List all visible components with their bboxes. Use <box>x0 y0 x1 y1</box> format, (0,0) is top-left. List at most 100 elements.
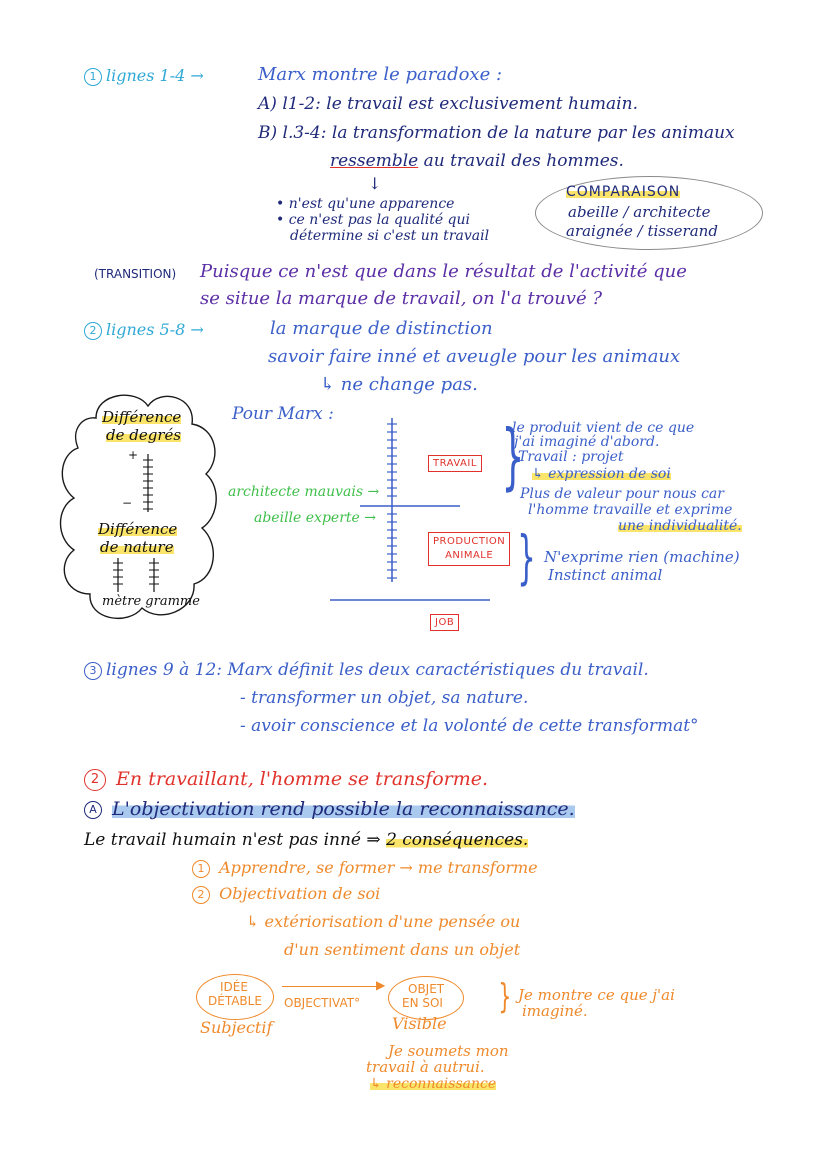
consequences-line: Le travail humain n'est pas inné ⇒ 2 con… <box>84 830 529 850</box>
visible-label: Visible <box>392 1014 447 1033</box>
part2-subtitle: A L'objectivation rend possible la recon… <box>84 798 575 820</box>
comparaison-title: COMPARAISON <box>566 184 681 200</box>
transition-line1: Puisque ce n'est que dans le résultat de… <box>200 261 687 282</box>
objectivation-soi: Objectivation de soi <box>219 884 381 903</box>
expression-de-soi: ↳ expression de soi <box>532 466 671 482</box>
idee-oval <box>196 974 274 1020</box>
savoir-faire-line: savoir faire inné et aveugle pour les an… <box>268 346 681 367</box>
circle-number-3: 3 <box>84 661 102 680</box>
plus-sign: + <box>128 448 139 462</box>
architecte-mauvais: architecte mauvais → <box>228 484 380 500</box>
individualite: une individualité. <box>618 518 742 534</box>
part2-title: 2 En travaillant, l'homme se transforme. <box>84 768 488 791</box>
cloud-title2: de degrés <box>106 426 182 444</box>
nature-label: de nature <box>100 538 174 556</box>
arrow-icon: → <box>190 320 204 339</box>
bullet-qualite: • ce n'est pas la qualité qui <box>276 212 471 228</box>
production-label: PRODUCTION <box>433 536 506 547</box>
lines-5-8-text: lignes 5-8 <box>106 320 186 339</box>
bullet-determine: détermine si c'est un travail <box>290 228 490 244</box>
idee-label-1: IDÉE <box>220 980 248 994</box>
marx-paradox-heading: Marx montre le paradoxe : <box>258 64 503 85</box>
exteriorisation-1: ↳ extériorisation d'une pensée ou <box>246 912 521 931</box>
objectivation-arrow-icon <box>282 986 382 987</box>
consequences-text: 2 conséquences. <box>386 830 529 850</box>
difference-nature-label: Différence <box>98 520 178 538</box>
travail-desc-6: l'homme travaille et exprime <box>528 502 733 518</box>
minus-sign: − <box>122 496 133 510</box>
animal-desc-2: Instinct animal <box>548 566 663 584</box>
animale-label: ANIMALE <box>445 550 494 561</box>
brace-text-2: imaginé. <box>522 1002 588 1020</box>
brace-text-1: Je montre ce que j'ai <box>518 986 675 1004</box>
degres-label: de degrés <box>106 426 182 444</box>
abeille-label: abeille experte <box>254 510 360 526</box>
bullet-apparence: • n'est qu'une apparence <box>276 196 455 212</box>
travail-desc-1: le produit vient de ce que <box>512 420 695 436</box>
cloud-title3: Différence <box>98 520 178 538</box>
cloud-title4: de nature <box>100 538 174 556</box>
implies-arrow-icon: ⇒ <box>366 830 381 850</box>
units-label: mètre gramme <box>102 594 200 609</box>
transition-line2: se situe la marque de travail, on l'a tr… <box>200 288 603 309</box>
ressemble-word: ressemble <box>330 151 419 171</box>
soumets-2: travail à autrui. <box>366 1058 485 1076</box>
nature-scales <box>113 558 159 592</box>
comparaison-line1: abeille / architecte <box>568 203 711 221</box>
consequence-2: 2 Objectivation de soi <box>192 884 380 904</box>
travail-desc-4: ↳ expression de soi <box>532 466 671 482</box>
caracteristique-2: - avoir conscience et la volonté de cett… <box>240 716 699 736</box>
comparaison-line2: araignée / tisserand <box>566 222 718 240</box>
point-a: A) l1-2: le travail est exclusivement hu… <box>258 94 638 114</box>
travail-desc-5: Plus de valeur pour nous car <box>520 486 724 502</box>
brace-orange-icon: } <box>498 977 512 1017</box>
part2-title-text: En travaillant, l'homme se transforme. <box>116 768 489 790</box>
abeille-experte: abeille experte → <box>254 510 376 526</box>
brace-animal-icon: } <box>517 523 536 591</box>
soumets-1: Je soumets mon <box>388 1042 509 1060</box>
subjectif-label: Subjectif <box>200 1018 273 1037</box>
travail-box: TRAVAIL <box>428 455 482 472</box>
down-arrow-icon: ↓ <box>368 174 382 193</box>
transition-tag: (TRANSITION) <box>94 267 177 281</box>
cloud-title1: Différence <box>102 408 182 426</box>
reconnaissance-label: ↳ reconnaissance <box>370 1076 497 1092</box>
marx-scale-diagram <box>330 418 490 601</box>
circle-number-part2: 2 <box>84 769 106 791</box>
brace-travail-icon: } <box>501 414 525 498</box>
marque-distinction: la marque de distinction <box>270 318 493 339</box>
arrow-icon: → <box>190 66 204 85</box>
travail-desc-7: une individualité. <box>618 518 742 534</box>
pour-marx: Pour Marx : <box>232 404 334 424</box>
lines-label-text: lignes 1-4 <box>106 66 186 85</box>
degree-scale <box>143 454 153 512</box>
idee-label-2: DÉTABLE <box>208 994 262 1008</box>
job-box: JOB <box>430 614 460 631</box>
comparaison-title-text: COMPARAISON <box>566 184 681 200</box>
circle-number-c1: 1 <box>192 859 210 878</box>
travail-desc-2: j'ai imaginé d'abord. <box>514 434 660 450</box>
ne-change-pas: ↳ ne change pas. <box>320 374 478 395</box>
objet-label-1: OBJET <box>408 982 445 996</box>
lines-9-12-label: lignes 9 à 12: <box>106 660 223 680</box>
deux-caracteristiques: Marx définit les deux caractéristiques d… <box>227 660 649 680</box>
production-animale-box: PRODUCTION ANIMALE <box>428 532 511 566</box>
travail-desc-3: Travail : projet <box>518 449 624 465</box>
arrow-head-icon: ▶ <box>376 978 386 992</box>
objectivat-label: OBJECTIVAT° <box>284 996 361 1010</box>
exteriorisation-2: d'un sentiment dans un objet <box>284 940 521 959</box>
point-b-line2-rest: au travail des hommes. <box>423 151 624 171</box>
apprendre-text: Apprendre, se former → me transforme <box>219 858 538 877</box>
circle-number-c2: 2 <box>192 885 210 904</box>
objectivation-title: L'objectivation rend possible la reconna… <box>112 798 575 820</box>
travail-inne-text: Le travail humain n'est pas inné <box>84 830 361 850</box>
circle-number-2: 2 <box>84 321 102 340</box>
circle-letter-a: A <box>84 801 102 819</box>
reconnaissance-text: ↳ reconnaissance <box>370 1076 497 1092</box>
animal-desc-1: N'exprime rien (machine) <box>544 548 740 566</box>
objet-label-2: EN SOI <box>402 996 443 1010</box>
consequence-1: 1 Apprendre, se former → me transforme <box>192 858 538 878</box>
